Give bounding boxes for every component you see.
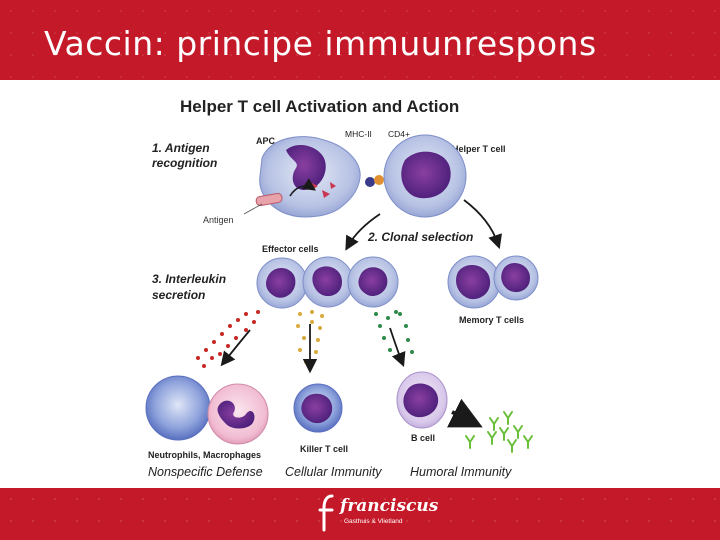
effector-cell-2 xyxy=(302,256,354,308)
apc-cell xyxy=(259,136,361,218)
franciscus-logo: franciscus Gasthuis & Vlietland xyxy=(318,494,438,534)
effector-label: Effector cells xyxy=(262,244,319,254)
step1-label-line1: 1. Antigen xyxy=(152,141,210,155)
step1-label-line2: recognition xyxy=(152,156,217,170)
immune-diagram: Helper T cell Activation and Action 1. A… xyxy=(145,97,539,479)
effector-cell-3 xyxy=(347,256,399,308)
interleukin-arrow-green xyxy=(389,327,406,368)
clonal-arrow-right xyxy=(463,199,502,250)
diagram-heading: Helper T cell Activation and Action xyxy=(180,97,459,116)
memory-cell-2 xyxy=(493,255,539,301)
cellular-immunity-label: Cellular Immunity xyxy=(285,465,382,479)
helper-label: Helper T cell xyxy=(452,144,506,154)
helper-t-cell xyxy=(383,134,467,218)
macrophage-cell xyxy=(207,383,269,445)
antigen-pointer xyxy=(243,203,263,215)
engulf-arrow xyxy=(289,178,316,197)
logo-subtitle: Gasthuis & Vlietland xyxy=(344,518,403,525)
logo-f-mark-icon xyxy=(318,494,334,532)
step2-label: 2. Clonal selection xyxy=(367,230,473,244)
logo-name: franciscus xyxy=(340,496,439,516)
antibodies-icon xyxy=(465,411,533,453)
nonspecific-defense-label: Nonspecific Defense xyxy=(148,465,263,479)
memory-label: Memory T cells xyxy=(459,315,524,325)
antibody-arrow xyxy=(446,398,483,428)
antigen-label: Antigen xyxy=(203,215,234,225)
clonal-arrow-left xyxy=(345,213,381,251)
slide-title: Vaccin: principe immuunrespons xyxy=(44,24,597,63)
apc-label: APC xyxy=(256,136,276,146)
killer-label: Killer T cell xyxy=(300,444,348,454)
effector-cell-1 xyxy=(256,257,308,309)
b-cell xyxy=(396,371,448,429)
mhc-label: MHC-II xyxy=(345,129,372,139)
memory-cell-1 xyxy=(447,255,501,309)
step3-label-line1: 3. Interleukin xyxy=(152,272,226,286)
neutrophils-label: Neutrophils, Macrophages xyxy=(148,450,261,460)
footer-bar: franciscus Gasthuis & Vlietland xyxy=(0,488,720,540)
interleukin-dots-red xyxy=(196,310,260,368)
neutrophil-cell xyxy=(145,375,211,441)
antigen-particle xyxy=(255,192,283,207)
killer-t-cell xyxy=(293,383,343,433)
humoral-immunity-label: Humoral Immunity xyxy=(410,465,512,479)
bcell-label: B cell xyxy=(411,433,435,443)
mhc-cd4-complex xyxy=(365,175,384,187)
step3-label-line2: secretion xyxy=(152,288,205,302)
cd4-label: CD4+ xyxy=(388,129,410,139)
title-bar: Vaccin: principe immuunrespons xyxy=(0,0,720,80)
interleukin-dots-green xyxy=(374,310,414,354)
interleukin-arrow-red xyxy=(220,329,251,367)
